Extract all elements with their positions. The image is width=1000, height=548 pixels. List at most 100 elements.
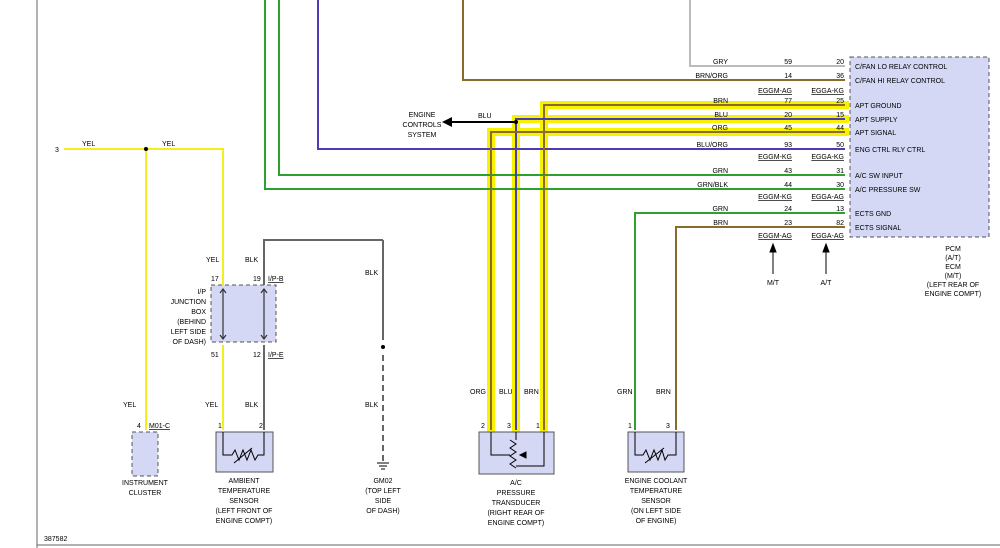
wire-color-label: ORG bbox=[712, 125, 728, 132]
connector-label: EGGM-AG bbox=[758, 88, 792, 95]
wire-color-label: BRN bbox=[713, 220, 728, 227]
ip-b-label: I/P-B bbox=[268, 276, 284, 283]
svg-text:OF DASH): OF DASH) bbox=[173, 339, 206, 346]
at-label: A/T bbox=[821, 280, 833, 287]
ac-wire-blu: BLU bbox=[499, 389, 513, 396]
ects-box bbox=[627, 431, 685, 473]
pcm-pin-label: APT GROUND bbox=[855, 103, 902, 110]
connector-label: EGGM-KG bbox=[758, 194, 792, 201]
pcm-pin-number: 13 bbox=[836, 206, 844, 213]
pcm-name-line: ECM bbox=[945, 264, 961, 271]
ac-potentiometer-symbol bbox=[490, 432, 545, 469]
connector-label: EGGA-KG bbox=[811, 88, 844, 95]
ecm-pin-number: 93 bbox=[784, 142, 792, 149]
svg-text:SIDE: SIDE bbox=[375, 498, 392, 505]
svg-text:BOX: BOX bbox=[191, 309, 206, 316]
pcm-pin-number: 82 bbox=[836, 220, 844, 227]
wire-gry bbox=[689, 0, 845, 67]
pcm-pin-label: ECTS GND bbox=[855, 211, 891, 218]
blk-label-amb: BLK bbox=[245, 402, 259, 409]
pcm-pin-number: 36 bbox=[836, 73, 844, 80]
svg-text:SENSOR: SENSOR bbox=[229, 498, 259, 505]
svg-text:ENGINE: ENGINE bbox=[409, 112, 436, 119]
ects-pin-3: 3 bbox=[666, 423, 670, 430]
svg-text:CONTROLS: CONTROLS bbox=[403, 122, 442, 129]
wire-grn-ac-sw bbox=[278, 0, 845, 176]
ecm-pin-number: 14 bbox=[784, 73, 792, 80]
ambient-sensor-label: AMBIENT TEMPERATURE SENSOR (LEFT FRONT O… bbox=[216, 478, 273, 525]
svg-text:OF DASH): OF DASH) bbox=[366, 508, 399, 515]
ambient-thermistor-symbol bbox=[222, 432, 265, 464]
svg-text:ENGINE COOLANT: ENGINE COOLANT bbox=[625, 478, 688, 485]
svg-text:SYSTEM: SYSTEM bbox=[408, 132, 437, 139]
instrument-cluster-label: INSTRUMENT CLUSTER bbox=[122, 480, 169, 497]
wire-color-label: GRN bbox=[712, 168, 728, 175]
connector-label: EGGA-AG bbox=[811, 194, 844, 201]
pcm-name-line: (LEFT REAR OF bbox=[927, 282, 979, 289]
ects-wire-brn: BRN bbox=[656, 389, 671, 396]
diagram-id: 387582 bbox=[44, 536, 67, 543]
pcm-pin-number: 20 bbox=[836, 59, 844, 66]
wire-blu-apt-supply bbox=[515, 118, 845, 430]
blk-label-gnd: BLK bbox=[365, 270, 379, 277]
ip-junction-box bbox=[210, 284, 277, 343]
pcm-pin-label: ECTS SIGNAL bbox=[855, 225, 901, 232]
engine-controls-wire-label: BLU bbox=[478, 113, 492, 120]
ac-transducer-label: A/C PRESSURE TRANSDUCER (RIGHT REAR OF E… bbox=[487, 480, 544, 527]
ip-e-label: I/P-E bbox=[268, 352, 284, 359]
svg-text:TEMPERATURE: TEMPERATURE bbox=[218, 488, 271, 495]
wire-color-label: BLU bbox=[714, 112, 728, 119]
ecm-pin-number: 43 bbox=[784, 168, 792, 175]
ic-pin: 4 bbox=[137, 423, 141, 430]
pin-17: 17 bbox=[211, 276, 219, 283]
connector-label: EGGM-AG bbox=[758, 233, 792, 240]
ecm-pin-number: 24 bbox=[784, 206, 792, 213]
svg-text:GM02: GM02 bbox=[373, 478, 392, 485]
pcm-name-line: (M/T) bbox=[945, 273, 962, 280]
amb-pin2: 2 bbox=[259, 423, 263, 430]
ground-label: GM02 (TOP LEFT SIDE OF DASH) bbox=[365, 478, 401, 515]
pcm-pin-label: A/C PRESSURE SW bbox=[855, 187, 921, 194]
wire-blu-org bbox=[317, 0, 845, 150]
wire-blk-junction bbox=[263, 239, 383, 285]
amb-pin1: 1 bbox=[218, 423, 222, 430]
wire-color-label: GRN/BLK bbox=[697, 182, 728, 189]
pcm-pin-label: C/FAN HI RELAY CONTROL bbox=[855, 78, 945, 85]
yel-label-1: YEL bbox=[82, 141, 95, 148]
svg-text:LEFT SIDE: LEFT SIDE bbox=[171, 329, 207, 336]
ects-label: ENGINE COOLANT TEMPERATURE SENSOR (ON LE… bbox=[625, 478, 688, 525]
splice-yel bbox=[144, 147, 148, 151]
ecm-pin-number: 20 bbox=[784, 112, 792, 119]
wire-color-label: BRN/ORG bbox=[695, 73, 728, 80]
ic-connector: M01-C bbox=[149, 423, 170, 430]
wire-org-apt-signal bbox=[490, 131, 845, 430]
instrument-cluster-box bbox=[131, 431, 159, 477]
pcm-pin-label: APT SUPPLY bbox=[855, 117, 898, 124]
svg-text:A/C: A/C bbox=[510, 480, 522, 487]
ecm-pin-number: 23 bbox=[784, 220, 792, 227]
pcm-pin-number: 30 bbox=[836, 182, 844, 189]
connector-label: EGGA-AG bbox=[811, 233, 844, 240]
wire-color-label: BLU/ORG bbox=[696, 142, 728, 149]
pcm-name-line: (A/T) bbox=[945, 255, 961, 262]
ac-wire-brn: BRN bbox=[524, 389, 539, 396]
pcm-name-line: ENGINE COMPT) bbox=[925, 291, 981, 298]
wire-color-label: GRN bbox=[712, 206, 728, 213]
pcm-pin-number: 44 bbox=[836, 125, 844, 132]
svg-text:(RIGHT REAR OF: (RIGHT REAR OF bbox=[487, 510, 544, 517]
mt-label: M/T bbox=[767, 280, 780, 287]
wire-brn-org bbox=[462, 0, 845, 81]
ecm-pin-number: 59 bbox=[784, 59, 792, 66]
blk-label-gnd2: BLK bbox=[365, 402, 379, 409]
ac-pin-3: 3 bbox=[507, 423, 511, 430]
ac-wire-org: ORG bbox=[470, 389, 486, 396]
wire-brn-ects bbox=[675, 226, 845, 430]
wires bbox=[64, 0, 845, 462]
svg-text:OF ENGINE): OF ENGINE) bbox=[636, 518, 677, 525]
pcm-pin-number: 50 bbox=[836, 142, 844, 149]
svg-text:TEMPERATURE: TEMPERATURE bbox=[630, 488, 683, 495]
pin-12: 12 bbox=[253, 352, 261, 359]
svg-text:INSTRUMENT: INSTRUMENT bbox=[122, 480, 169, 487]
svg-text:PRESSURE: PRESSURE bbox=[497, 490, 536, 497]
